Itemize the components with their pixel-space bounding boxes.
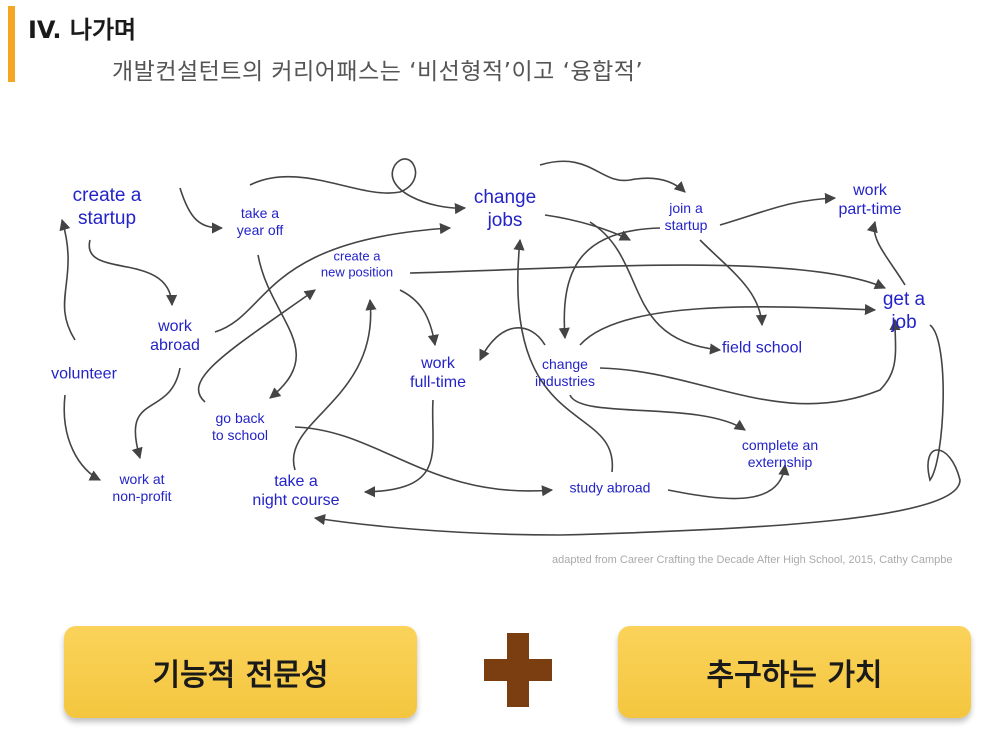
- arrow: [513, 238, 614, 473]
- diagram-caption: adapted from Career Crafting the Decade …: [552, 554, 953, 566]
- arrow: [699, 239, 768, 327]
- arrow: [292, 298, 377, 471]
- arrow: [558, 227, 661, 340]
- page-subtitle: 개발컨설턴트의 커리어패스는 ‘비선형적’이고 ‘융합적’: [112, 59, 644, 85]
- arrow: [667, 463, 790, 500]
- arrow: [88, 239, 178, 307]
- functional-expertise-card: 기능적 전문성: [64, 626, 417, 718]
- arrow: [363, 399, 434, 498]
- arrow: [197, 289, 316, 403]
- arrow: [719, 192, 837, 226]
- arrow: [294, 426, 554, 497]
- page-title: IV. 나가며: [28, 16, 137, 44]
- arrow: [589, 221, 722, 355]
- arrow: [257, 254, 298, 399]
- plus-icon: [484, 633, 552, 707]
- arrow: [63, 394, 102, 481]
- arrow: [214, 223, 452, 333]
- arrow: [399, 289, 439, 347]
- arrow: [131, 367, 181, 460]
- career-path-arrows: [59, 158, 961, 536]
- arrow: [409, 264, 887, 290]
- arrow: [539, 160, 686, 193]
- arrow: [579, 303, 877, 346]
- node-study-abroad: study abroad: [569, 479, 651, 496]
- arrow: [599, 318, 901, 405]
- arrow: [866, 220, 906, 286]
- arrow: [249, 158, 467, 215]
- node-field-school: field school: [721, 339, 803, 357]
- arrow: [59, 218, 76, 341]
- node-volunteer: volunteer: [51, 365, 117, 383]
- pursued-value-card: 추구하는 가치: [618, 626, 971, 718]
- arrow: [313, 324, 961, 536]
- title-accent-bar: [8, 6, 15, 82]
- arrow: [479, 327, 546, 362]
- arrow: [569, 394, 746, 431]
- arrow: [179, 187, 224, 234]
- arrow: [544, 214, 632, 241]
